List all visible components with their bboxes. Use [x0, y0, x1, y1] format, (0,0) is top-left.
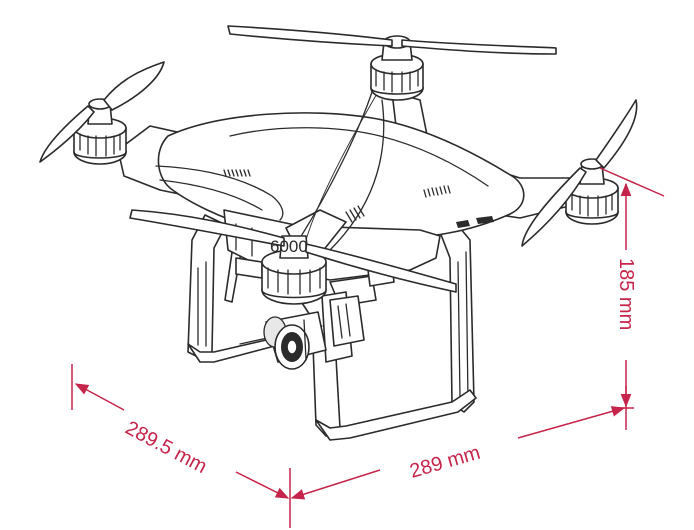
- motor-left: [73, 98, 127, 165]
- width-dimension-line-a: [290, 469, 381, 500]
- camera-model-marking: 6000: [270, 237, 308, 256]
- length-dimension-line-a: [74, 383, 125, 411]
- propeller-back: [227, 25, 557, 55]
- body-vent-left: [223, 169, 251, 177]
- drone-illustration: 6000: [39, 25, 638, 441]
- propeller-front: [129, 209, 457, 293]
- length-dimension-line-b: [235, 471, 290, 499]
- motor-front: [261, 235, 327, 305]
- gimbal-camera: [263, 275, 377, 370]
- propeller-right: [521, 99, 638, 247]
- width-dimension-label: 289 mm: [407, 442, 483, 483]
- height-extension-top: [599, 167, 665, 197]
- length-dimension-label: 289.5 mm: [122, 417, 211, 478]
- motor-back: [370, 35, 424, 101]
- body-vent-right: [423, 185, 451, 198]
- height-dimension-label: 185 mm: [615, 258, 637, 330]
- propeller-left: [39, 61, 165, 163]
- motor-right: [565, 158, 619, 225]
- width-dimension-line-b: [517, 406, 626, 439]
